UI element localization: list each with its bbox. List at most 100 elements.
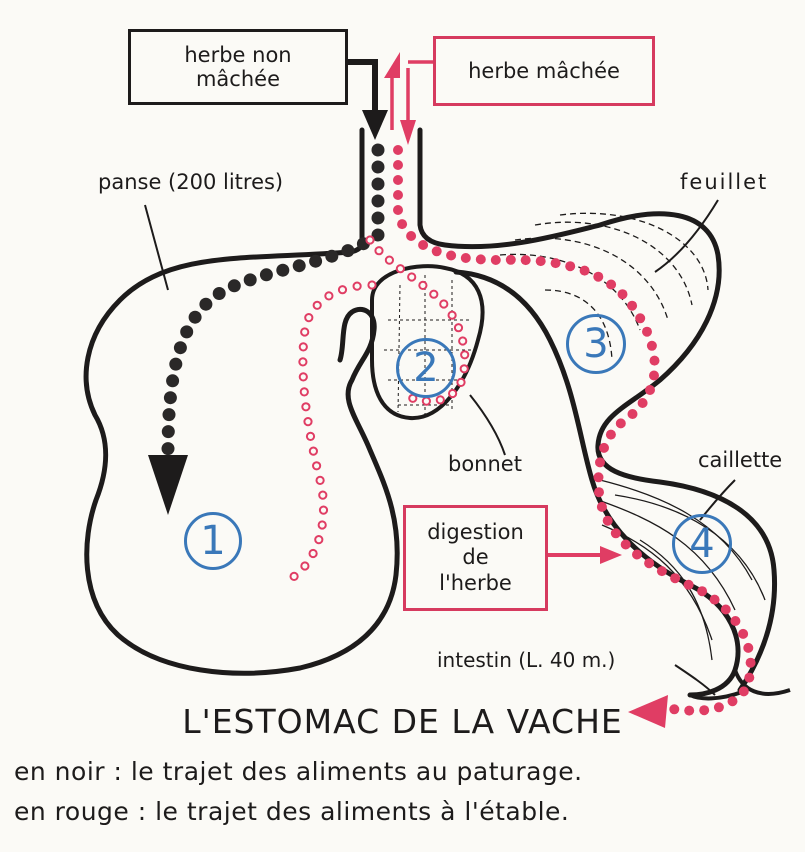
red-path-ring	[304, 313, 314, 323]
red-path-ring	[298, 372, 308, 382]
black-path-dot	[169, 357, 183, 371]
red-path-dot	[644, 558, 655, 569]
exit-arrowhead	[628, 695, 668, 728]
red-path-ring	[318, 490, 328, 500]
panse-label: panse (200 litres)	[98, 170, 284, 194]
red-path-dot	[649, 370, 659, 381]
red-path-ring	[352, 281, 362, 291]
black-path-dot	[371, 228, 385, 242]
red-path-dot	[595, 457, 605, 468]
black-path-dot	[166, 374, 180, 388]
black-food-path	[161, 143, 385, 456]
esophagus-right	[417, 127, 778, 693]
digestion-text: digestion de l'herbe	[427, 520, 524, 595]
red-path-ring	[300, 327, 310, 337]
red-path-ring	[384, 255, 394, 265]
black-path-dot	[371, 177, 385, 191]
black-entry-arrowhead	[362, 110, 388, 140]
caillette-label: caillette	[698, 448, 783, 472]
red-path-dot	[393, 205, 403, 215]
red-path-dot	[406, 231, 417, 241]
red-path-ring	[298, 357, 308, 367]
diagram-title: L'ESTOMAC DE LA VACHE	[182, 702, 623, 741]
compartment-number-4: 4	[672, 514, 732, 574]
red-path-dot	[646, 340, 657, 351]
red-path-ring	[301, 402, 311, 412]
red-up-arrowhead	[384, 52, 400, 78]
black-path-dot	[180, 325, 194, 339]
red-path-dot	[397, 219, 408, 230]
red-updown-arrow	[390, 60, 433, 130]
chewed-grass-box: herbe mâchée	[433, 36, 655, 106]
red-path-ring	[448, 388, 458, 399]
red-path-ring	[460, 350, 470, 360]
red-path-dot	[617, 289, 628, 300]
black-path-dot	[292, 259, 306, 273]
black-path-dot	[161, 442, 175, 456]
red-path-dot	[727, 696, 738, 707]
red-down-arrowhead	[400, 120, 416, 145]
black-path-dot	[173, 341, 187, 355]
red-path-dot	[713, 702, 724, 713]
red-path-ring	[314, 535, 324, 545]
black-path-dot	[371, 211, 385, 225]
legend-red: en rouge : le trajet des aliments à l'ét…	[14, 797, 570, 826]
red-path-dot	[550, 258, 561, 269]
red-path-dot	[593, 271, 604, 282]
compartment-number-2: 2	[396, 338, 456, 398]
red-path-dot	[490, 255, 501, 265]
feuillet-folds	[499, 212, 709, 361]
red-path-dot	[505, 254, 516, 265]
red-path-ring	[298, 342, 308, 352]
red-path-dot	[593, 472, 604, 483]
red-path-dot	[743, 642, 754, 653]
digestion-box: digestion de l'herbe	[403, 505, 548, 611]
red-path-dot	[635, 313, 646, 324]
red-path-dot	[684, 705, 695, 716]
red-path-ring	[299, 387, 309, 397]
black-path-dot	[212, 287, 226, 300]
red-path-dot	[535, 256, 546, 267]
red-path-ring	[439, 299, 449, 309]
feuillet-inner-wall	[453, 269, 741, 698]
red-path-ring	[458, 336, 468, 346]
black-path-dot	[199, 297, 213, 311]
red-path-ring	[407, 272, 417, 282]
red-path-ring	[395, 264, 405, 274]
unchewed-grass-text: herbe non mâchée	[184, 42, 292, 91]
red-path-ring	[367, 280, 377, 290]
digestion-arrowhead	[600, 546, 622, 564]
red-path-dot	[393, 190, 403, 200]
red-path-dot	[615, 418, 626, 429]
red-path-dot	[745, 657, 756, 668]
red-path-dot	[627, 300, 638, 311]
chewed-grass-text: herbe mâchée	[468, 58, 620, 83]
red-path-dot	[632, 549, 642, 560]
red-path-dot	[620, 539, 631, 550]
red-path-dot	[393, 160, 403, 170]
red-path-dot	[709, 594, 720, 605]
red-path-ring	[308, 548, 318, 559]
intestin-label: intestin (L. 40 m.)	[437, 648, 616, 672]
red-path-ring	[312, 461, 322, 471]
black-entry-arrow	[348, 59, 378, 120]
red-path-dot	[730, 616, 741, 626]
red-path-ring	[429, 289, 439, 299]
red-path-ring	[308, 446, 318, 456]
red-path-dot	[605, 429, 616, 440]
red-path-dot	[669, 704, 680, 715]
intestin-tube	[689, 669, 791, 701]
red-path-dot	[579, 265, 590, 276]
black-path-dot	[341, 244, 355, 258]
red-path-ring	[318, 505, 329, 515]
red-path-ring	[289, 571, 299, 582]
red-path-ring	[300, 561, 310, 571]
bonnet-label: bonnet	[448, 452, 522, 476]
unchewed-grass-box: herbe non mâchée	[128, 29, 348, 105]
red-path-dot	[475, 254, 486, 265]
red-path-ring	[324, 291, 334, 301]
red-path-dot	[699, 705, 710, 716]
black-path-dot	[188, 310, 202, 324]
